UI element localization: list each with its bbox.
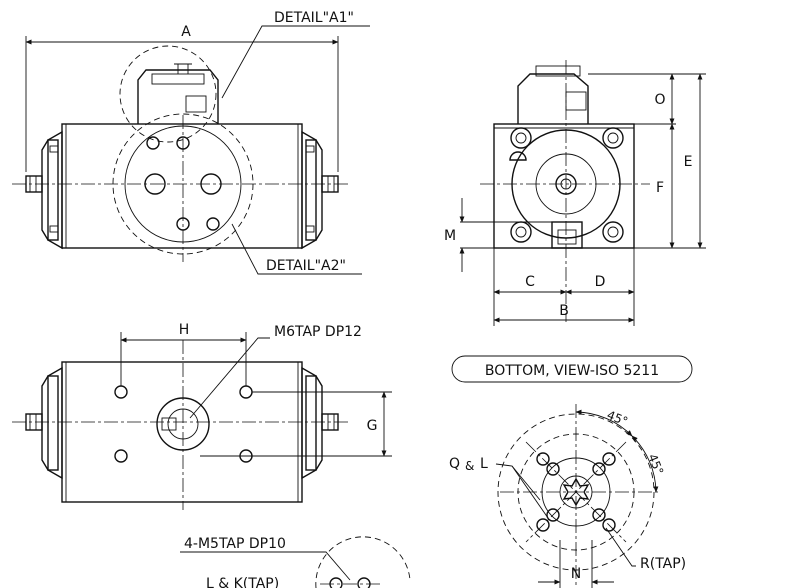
dim-c-label: C bbox=[525, 274, 535, 290]
m6tap-label: M6TAP DP12 bbox=[274, 324, 362, 340]
dim-e-label: E bbox=[684, 154, 693, 170]
front-view: A DETAIL"A1" DETAIL"A2" bbox=[12, 10, 370, 275]
dim-b-label: B bbox=[559, 303, 569, 319]
dim-h-label: H bbox=[179, 322, 190, 338]
l-label: L bbox=[480, 456, 488, 472]
angle-label-1: 45° bbox=[605, 408, 630, 429]
l-k-tap-label: L & K(TAP) bbox=[206, 576, 279, 588]
angle-label-2: 45° bbox=[645, 452, 666, 477]
detail-a1-label: DETAIL"A1" bbox=[274, 10, 354, 26]
dim-m-label: M bbox=[444, 228, 456, 244]
dim-n-label: N bbox=[571, 566, 581, 582]
r-tap-label: R(TAP) bbox=[640, 556, 686, 572]
detail-a2-label: DETAIL"A2" bbox=[266, 258, 346, 274]
dim-d-label: D bbox=[595, 274, 606, 290]
dim-a-label: A bbox=[181, 24, 191, 40]
dim-g-label: G bbox=[367, 418, 378, 434]
dim-o-label: O bbox=[654, 92, 665, 108]
bottom-view-label: BOTTOM, VIEW-ISO 5211 bbox=[485, 363, 659, 379]
bottom-left-detail: 4-M5TAP DP10 L & K(TAP) bbox=[180, 536, 411, 588]
dim-f-label: F bbox=[656, 180, 664, 196]
bottom-view: BOTTOM, VIEW-ISO 5211 45° 45° Q & L bbox=[449, 355, 693, 588]
m5tap-label: 4-M5TAP DP10 bbox=[184, 536, 286, 552]
q-l-amp: & bbox=[465, 459, 474, 473]
top-view: H G M6TAP DP12 bbox=[12, 322, 392, 510]
side-view: O F E M C D B bbox=[444, 60, 706, 326]
q-label: Q bbox=[449, 456, 460, 472]
